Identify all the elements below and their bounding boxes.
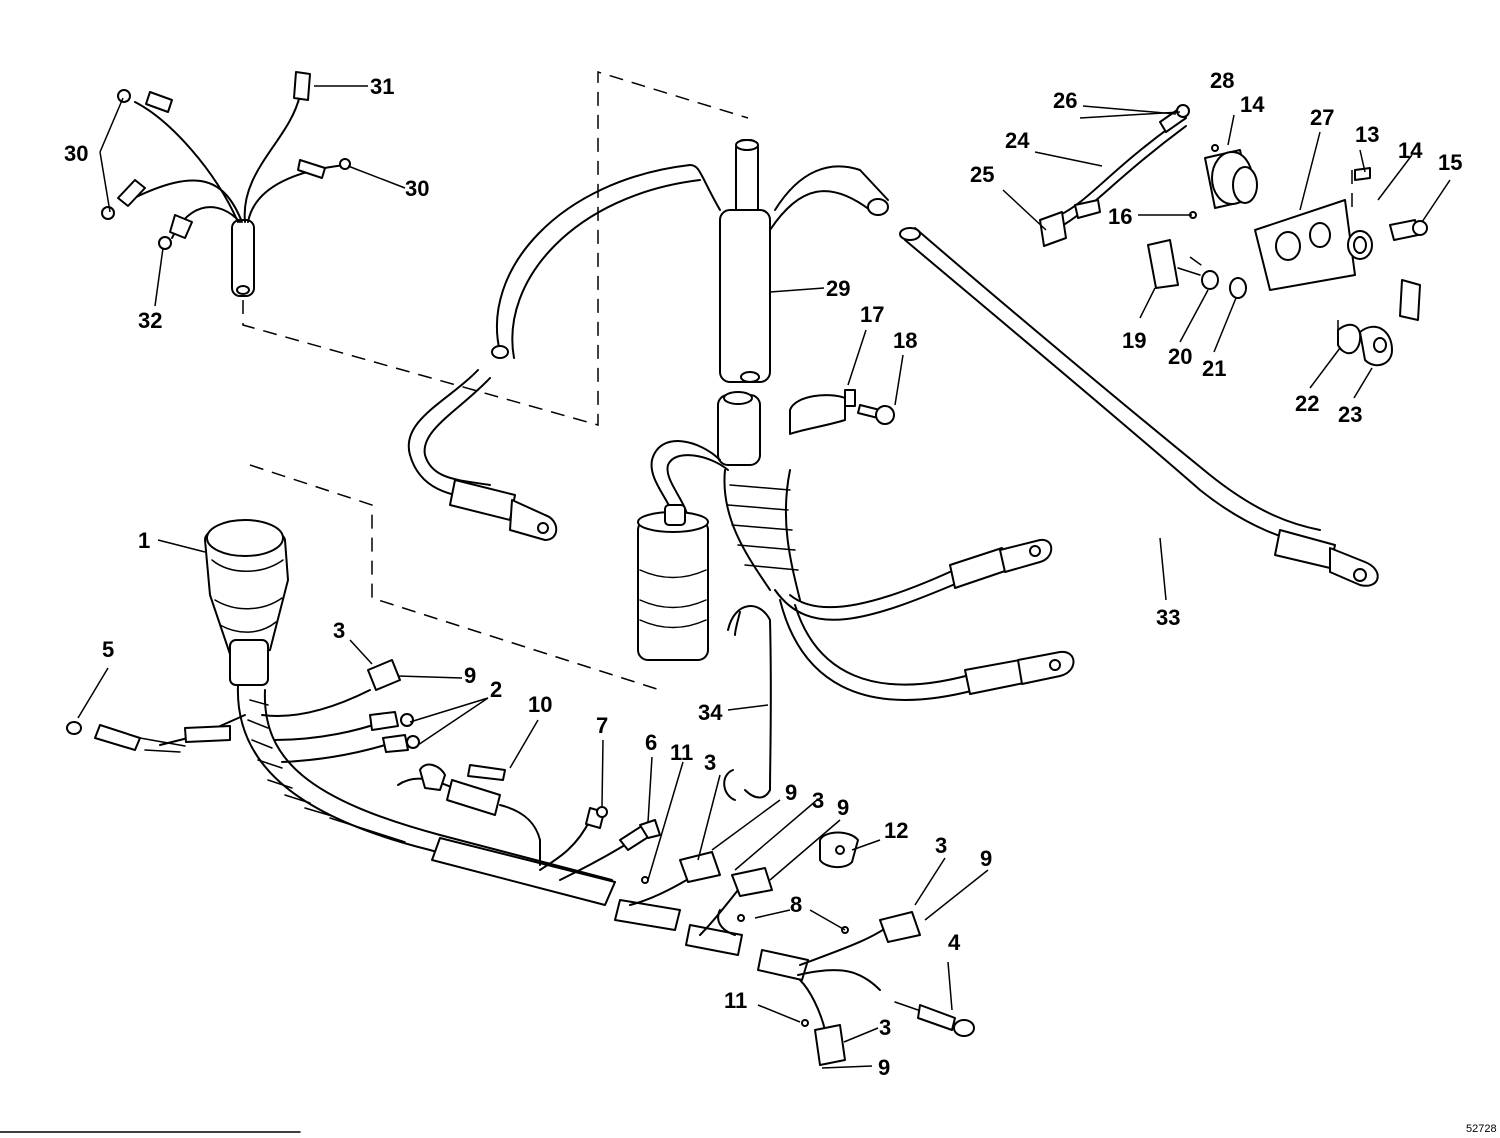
callout-9: 9 [980, 846, 992, 871]
callout-26: 26 [1053, 88, 1077, 113]
left-battery-cable [407, 369, 558, 541]
callout-21: 21 [1202, 356, 1226, 381]
callout-29: 29 [826, 276, 850, 301]
callout-1: 1 [138, 528, 150, 553]
callout-23: 23 [1338, 402, 1362, 427]
callout-10: 10 [528, 692, 552, 717]
callout-11: 11 [724, 988, 747, 1013]
callout-9: 9 [878, 1055, 890, 1080]
callout-25: 25 [970, 162, 994, 187]
callout-18: 18 [893, 328, 917, 353]
callout-12: 12 [884, 818, 908, 843]
callout-9: 9 [785, 780, 797, 805]
callout-5: 5 [102, 637, 114, 662]
main-harness-y-branch [491, 139, 889, 383]
callout-19: 19 [1122, 328, 1146, 353]
callout-28: 28 [1210, 68, 1234, 93]
callout-34: 34 [698, 700, 723, 725]
callout-15: 15 [1438, 150, 1462, 175]
callout-17: 17 [860, 302, 884, 327]
callout-9: 9 [837, 795, 849, 820]
callout-22: 22 [1295, 391, 1319, 416]
callout-14: 14 [1240, 92, 1265, 117]
callout-32: 32 [138, 308, 162, 333]
callout-16: 16 [1108, 204, 1132, 229]
callout-3: 3 [704, 750, 716, 775]
callout-31: 31 [370, 74, 394, 99]
accessory-wire-branch [101, 71, 351, 297]
assembly-guide-lines [242, 70, 1353, 691]
callout-11: 11 [670, 740, 693, 765]
callout-3: 3 [879, 1015, 891, 1040]
callout-30: 30 [64, 141, 88, 166]
callout-2: 2 [490, 677, 502, 702]
callout-13: 13 [1355, 122, 1379, 147]
callout-24: 24 [1005, 128, 1030, 153]
callout-33: 33 [1156, 605, 1180, 630]
clamp-and-screw [789, 389, 895, 435]
callout-labels: 1 2 3 3 3 3 3 4 5 6 7 8 9 9 9 9 9 10 11 … [64, 68, 1497, 1135]
callout-30: 30 [405, 176, 429, 201]
callout-3: 3 [935, 833, 947, 858]
callout-leader-lines [77, 85, 1451, 1069]
callout-3: 3 [812, 788, 824, 813]
callout-20: 20 [1168, 344, 1192, 369]
callout-27: 27 [1310, 105, 1334, 130]
ignition-switch-assembly [1039, 104, 1428, 367]
callout-8: 8 [790, 892, 802, 917]
callout-9: 9 [464, 663, 476, 688]
callout-3: 3 [333, 618, 345, 643]
center-harness-assembly [637, 391, 1075, 701]
callout-4: 4 [948, 930, 961, 955]
reference-code: 52728 [1466, 1123, 1497, 1135]
lower-harness-assembly [66, 519, 975, 1066]
callout-14: 14 [1398, 138, 1423, 163]
right-battery-cable [899, 227, 1379, 587]
callout-7: 7 [596, 713, 608, 738]
ground-wire [723, 605, 772, 801]
callout-6: 6 [645, 730, 657, 755]
